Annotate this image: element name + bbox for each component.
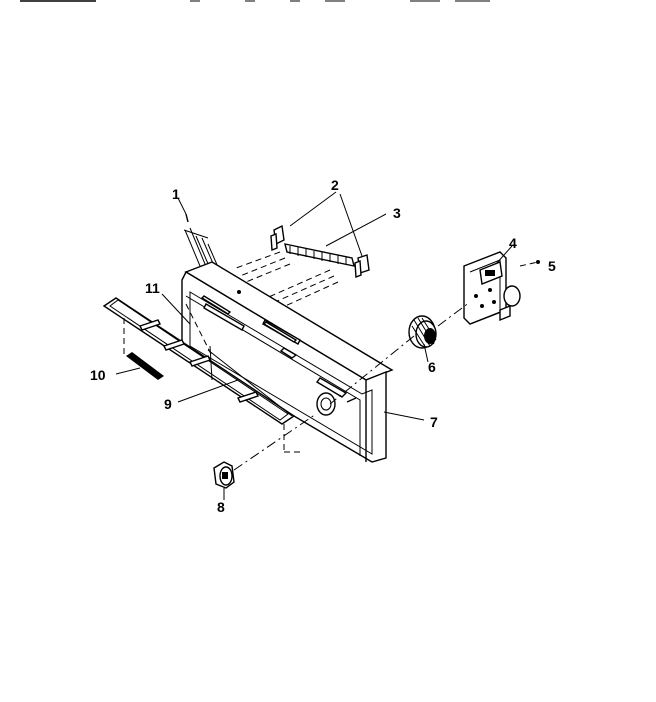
part-2-brackets bbox=[270, 224, 370, 279]
callout-2: 2 bbox=[331, 177, 339, 193]
callout-9: 9 bbox=[164, 396, 172, 412]
leader-lines bbox=[115, 191, 513, 500]
callout-1: 1 bbox=[172, 186, 180, 202]
part-10-overlay bbox=[102, 297, 300, 453]
callout-8: 8 bbox=[217, 499, 225, 515]
callout-labels: 1 2 3 4 5 6 7 8 9 10 11 bbox=[90, 177, 556, 515]
callout-10: 10 bbox=[90, 367, 106, 383]
callout-7: 7 bbox=[430, 414, 438, 430]
part-7-control-panel bbox=[181, 261, 394, 463]
callout-5: 5 bbox=[548, 258, 556, 274]
part-6-knob bbox=[329, 301, 471, 405]
part-4-timer bbox=[463, 251, 540, 325]
callout-6: 6 bbox=[428, 359, 436, 375]
callout-11: 11 bbox=[145, 280, 160, 296]
callout-4: 4 bbox=[509, 235, 517, 251]
part-8-knob bbox=[213, 413, 317, 489]
callout-3: 3 bbox=[393, 205, 401, 221]
part-9-strip bbox=[207, 345, 293, 417]
